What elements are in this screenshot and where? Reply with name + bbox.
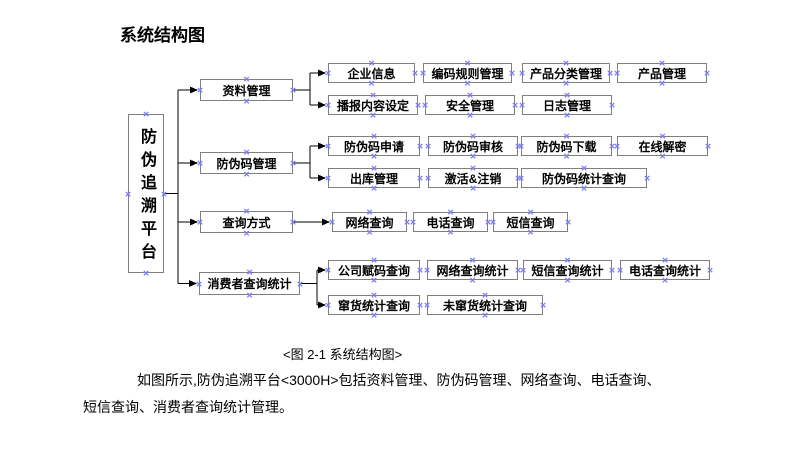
node-enterprise-info: 企业信息 — [328, 63, 415, 83]
paragraph-line-2: 短信查询、消费者查询统计管理。 — [83, 399, 293, 415]
node-code-review: 防伪码审核 — [428, 136, 518, 156]
node-consumer-query-statistics: 消费者查询统计 — [199, 272, 300, 295]
node-code-download: 防伪码下载 — [521, 136, 612, 156]
node-diverted-goods-statistics-query: 窜货统计查询 — [328, 295, 420, 315]
node-sms-query-statistics: 短信查询统计 — [523, 260, 612, 280]
paragraph-line-1: 如图所示,防伪追溯平台<3000H>包括资料管理、防伪码管理、网络查询、电话查询… — [137, 372, 661, 388]
node-online-decrypt: 在线解密 — [617, 136, 708, 156]
node-outbound-management: 出库管理 — [328, 168, 420, 188]
node-non-diverted-goods-statistics-query: 未窜货统计查询 — [427, 295, 543, 315]
node-sms-query: 短信查询 — [493, 212, 568, 232]
elbow-data-management — [293, 73, 311, 105]
page-title: 系统结构图 — [120, 26, 205, 45]
node-code-statistics-query: 防伪码统计查询 — [521, 168, 647, 188]
node-product-category-management: 产品分类管理 — [522, 63, 610, 83]
node-company-coding-query: 公司赋码查询 — [328, 260, 420, 280]
node-phone-query-statistics: 电话查询统计 — [620, 260, 710, 280]
node-coding-rule-management: 编码规则管理 — [423, 63, 512, 83]
node-activate-deactivate: 激活&注销 — [428, 168, 518, 188]
node-web-query-statistics: 网络查询统计 — [427, 260, 518, 280]
node-anti-fake-trace-platform: 防伪追溯平台 — [128, 114, 164, 273]
node-code-apply: 防伪码申请 — [328, 136, 420, 156]
node-phone-query: 电话查询 — [413, 212, 488, 232]
elbow-code-management — [293, 146, 311, 178]
node-query-methods: 查询方式 — [200, 211, 293, 233]
node-anti-fake-code-management: 防伪码管理 — [200, 152, 293, 174]
elbow-consumer-statistics — [300, 270, 318, 305]
connector-group — [164, 69, 330, 309]
node-log-management: 日志管理 — [522, 95, 612, 115]
figure-caption: <图 2-1 系统结构图> — [283, 347, 403, 362]
node-data-management: 资料管理 — [200, 79, 293, 101]
node-broadcast-content-setting: 播报内容设定 — [328, 95, 418, 115]
node-security-management: 安全管理 — [425, 95, 515, 115]
node-web-query: 网络查询 — [332, 212, 407, 232]
node-product-management: 产品管理 — [617, 63, 707, 83]
